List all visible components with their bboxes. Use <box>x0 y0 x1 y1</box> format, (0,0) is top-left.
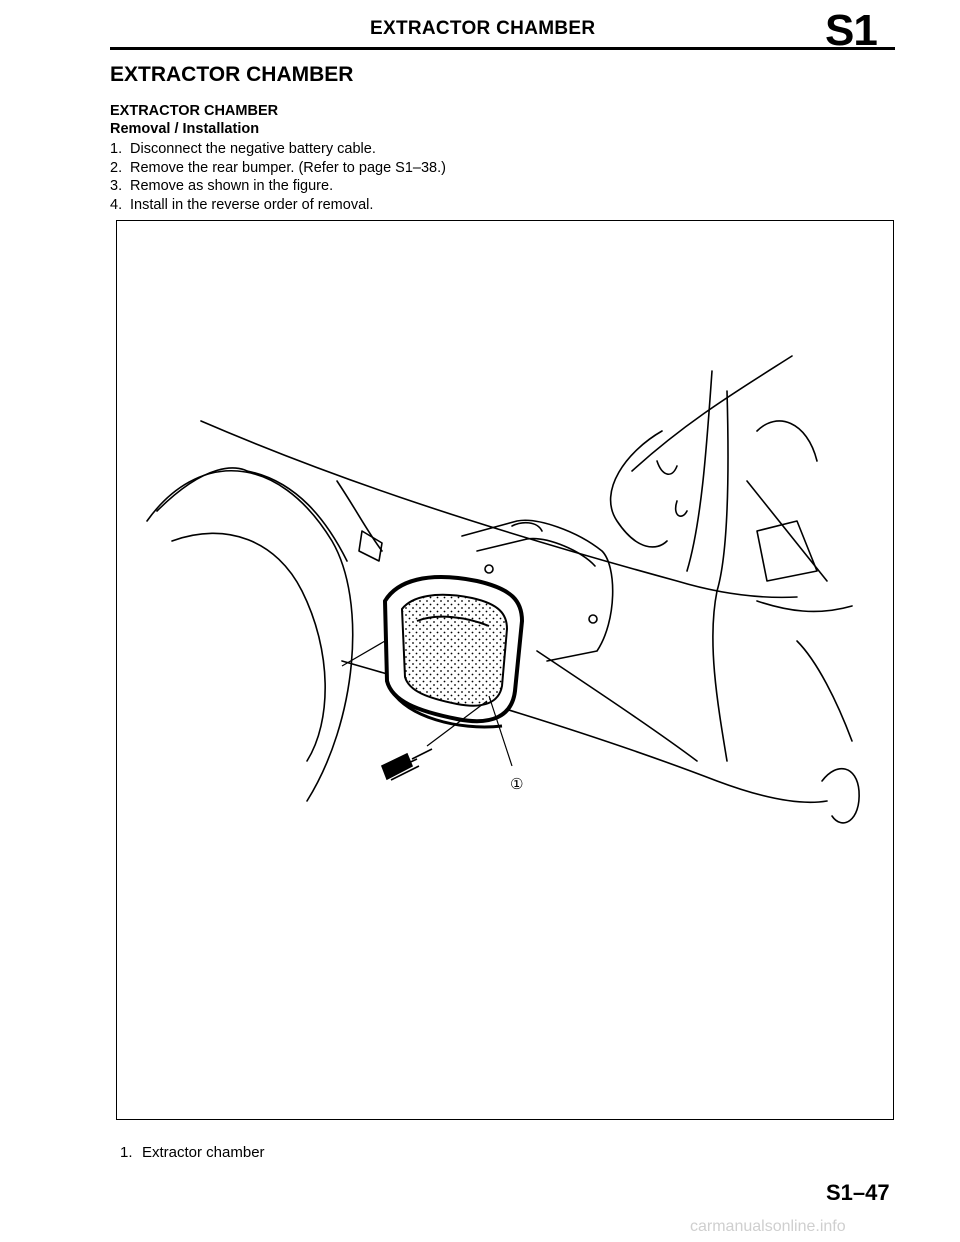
extractor-chamber-part <box>382 564 598 729</box>
quarter-line <box>712 390 729 762</box>
header-title: EXTRACTOR CHAMBER <box>370 18 596 39</box>
opening-tab <box>511 521 543 532</box>
leader-left <box>341 640 386 667</box>
bumper-edge <box>796 640 853 742</box>
wire-harness <box>336 480 383 552</box>
detail-curve-a <box>656 460 678 475</box>
roof-line <box>631 355 793 472</box>
procedure-title: Removal / Installation <box>110 121 260 137</box>
body-line-upper <box>200 420 798 599</box>
wheel-arch-top <box>246 470 348 562</box>
bumper-line <box>756 600 853 613</box>
lamp-edge <box>756 420 818 462</box>
chamber-opening <box>461 519 614 662</box>
pillar-line <box>686 370 713 572</box>
page-number: S1–47 <box>826 1180 890 1205</box>
page-heading: EXTRACTOR CHAMBER <box>110 63 354 86</box>
watermark: carmanualsonline.info <box>690 1218 846 1235</box>
hook <box>821 767 860 824</box>
wheel-arch-lip <box>156 467 248 512</box>
lamp-opening <box>609 430 668 548</box>
line-drawing <box>146 355 860 824</box>
wheel-arch-inner <box>171 532 326 762</box>
lamp-lens <box>756 520 818 582</box>
panel-crease <box>536 650 698 762</box>
retaining-clip <box>380 748 433 781</box>
step-item: 1.Disconnect the negative battery cable. <box>110 141 376 157</box>
step-item: 4.Install in the reverse order of remova… <box>110 196 374 213</box>
subheading: EXTRACTOR CHAMBER <box>110 103 279 119</box>
step-item: 2.Remove the rear bumper. (Refer to page… <box>110 159 446 176</box>
chamber-opening-inner <box>476 537 596 567</box>
procedure-steps: 1.Disconnect the negative battery cable.… <box>110 140 446 214</box>
step-item: 3.Remove as shown in the figure. <box>110 178 334 194</box>
leader-clip <box>426 700 488 747</box>
extractor-chamber-illustration: ① <box>116 220 894 1120</box>
connector <box>358 530 383 562</box>
detail-curve-b <box>674 500 688 517</box>
callout-1: ① <box>510 775 524 793</box>
caption: 1.Extractor chamber <box>120 1144 265 1161</box>
leader-callout <box>488 695 513 767</box>
section-code: S1 <box>825 6 878 55</box>
header-rule <box>110 47 895 50</box>
